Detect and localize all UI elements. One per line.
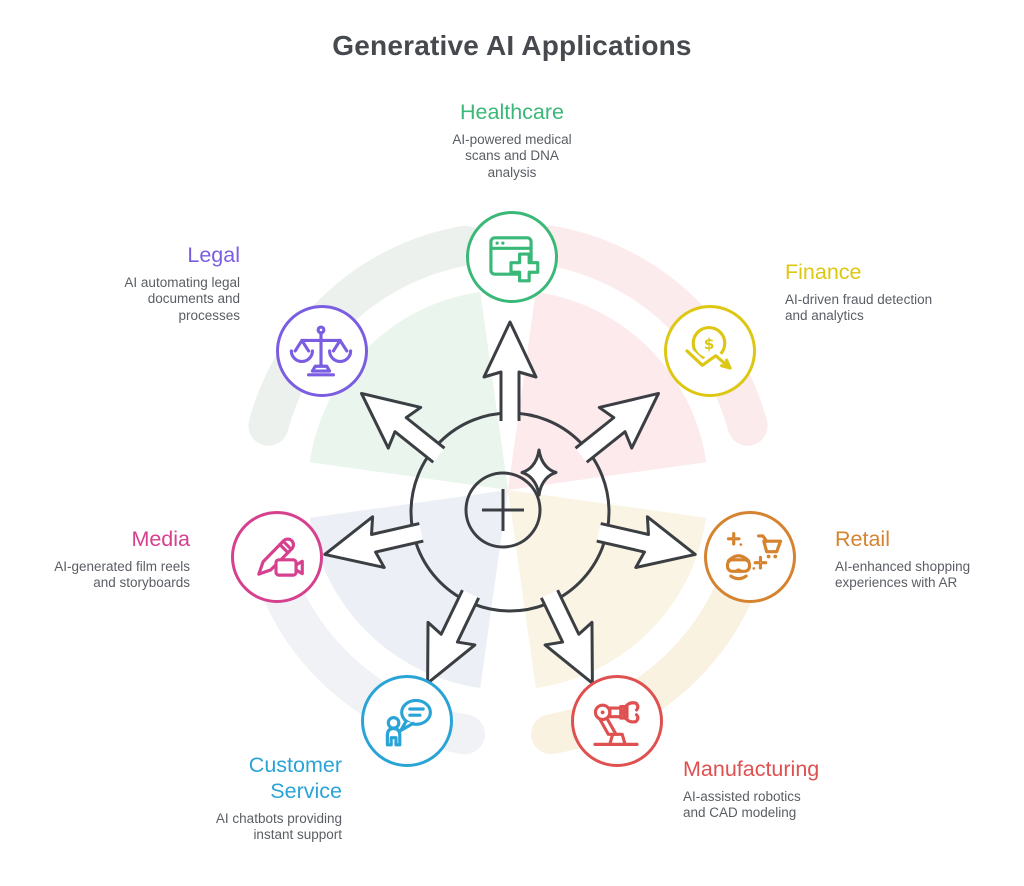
plus-icon [482,489,524,531]
category-description-manufacturing: AI-assisted robotics and CAD modeling [683,788,801,821]
category-title-customer-service: Customer Service [248,753,342,803]
arrow-media [323,515,424,569]
category-block-manufacturing: Manufacturing AI-assisted robotics and C… [683,757,883,822]
page-title: Generative AI Applications [332,30,692,61]
person-chat-bubble-icon [361,675,453,767]
category-block-retail: Retail AI-enhanced shopping experiences … [835,527,1024,592]
arrow-healthcare [482,320,538,421]
center-circle [464,471,542,549]
category-description-customer-service: AI chatbots providing instant support [215,810,342,843]
scales-of-justice-icon [276,305,368,397]
category-description-finance: AI-driven fraud detection and analytics [785,291,933,324]
category-title-legal: Legal [187,243,240,267]
category-description-healthcare: AI-powered medical scans and DNA analysi… [452,131,572,180]
category-block-customer-service: Customer Service AI chatbots providing i… [162,753,342,844]
vr-headset-shopping-cart-icon [704,511,796,603]
arrow-retail [596,515,697,569]
category-description-legal: AI automating legal documents and proces… [124,274,240,323]
pencil-video-camera-icon [231,511,323,603]
category-title-manufacturing: Manufacturing [683,757,820,781]
category-block-healthcare: Healthcare AI-powered medical scans and … [402,100,622,182]
category-description-media: AI-generated film reels and storyboards [54,558,190,591]
category-block-legal: Legal AI automating legal documents and … [60,243,240,325]
dollar-decline-arrow-icon: $ [664,305,756,397]
category-title-retail: Retail [835,527,890,551]
sparkle-icon [520,448,558,497]
arrow-finance [574,391,660,464]
hub-diagram [323,320,697,685]
robot-arm-icon [571,675,663,767]
category-block-media: Media AI-generated film reels and storyb… [10,527,190,592]
medical-app-icon [466,211,558,303]
category-title-finance: Finance [785,260,862,284]
category-block-finance: Finance AI-driven fraud detection and an… [785,260,985,325]
category-title-media: Media [131,527,190,551]
category-description-retail: AI-enhanced shopping experiences with AR [835,558,971,591]
radial-arrows [323,320,697,685]
category-title-healthcare: Healthcare [460,100,564,124]
svg-text:$: $ [704,335,715,353]
arrow-legal [360,391,446,464]
